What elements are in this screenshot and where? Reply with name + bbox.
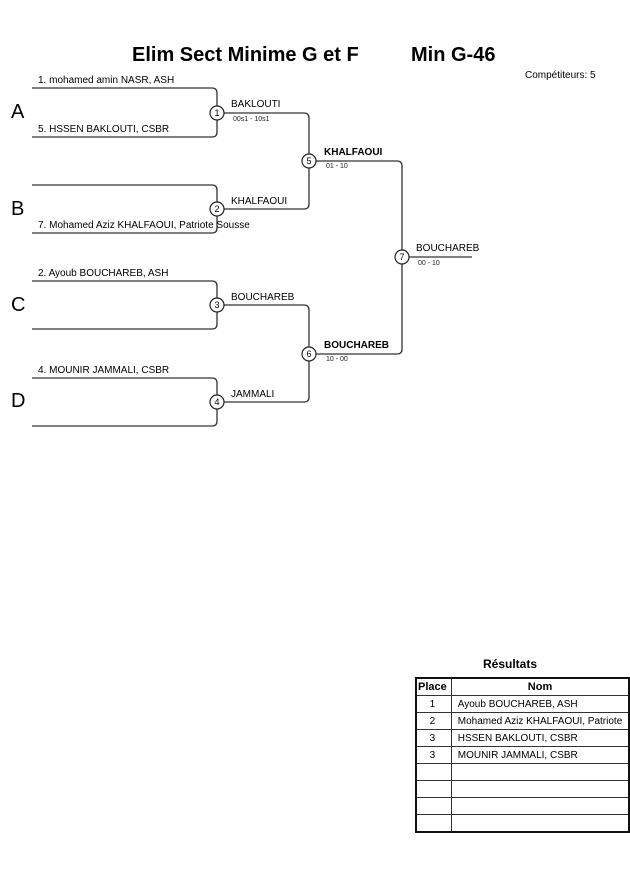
- entry-1: 1. mohamed amin NASR, ASH: [38, 75, 175, 86]
- table-row: [415, 797, 630, 815]
- match-circle-7: [394, 249, 410, 265]
- pool-label-a: A: [11, 101, 25, 123]
- entry-5: 2. Ayoub BOUCHAREB, ASH: [38, 268, 169, 279]
- match-7-score: 00 - 10: [418, 260, 440, 267]
- match-number-3: 3: [214, 300, 219, 310]
- name-cell: MOUNIR JAMMALI, CSBR: [450, 746, 630, 764]
- table-row: [415, 814, 630, 833]
- match-3-winner: BOUCHAREB: [231, 292, 295, 303]
- name-cell: [450, 797, 630, 815]
- match-circle-6: [301, 346, 317, 362]
- event-title: Elim Sect Minime G et F: [132, 44, 359, 66]
- place-cell: [415, 763, 452, 781]
- match-4-winner: JAMMALI: [231, 389, 275, 400]
- match-5-winner: KHALFAOUI: [324, 147, 383, 158]
- connector-m5-m7: [316, 160, 403, 250]
- connector-m2-m5: [224, 167, 310, 210]
- place-cell: 2: [415, 712, 452, 730]
- match-2-winner: KHALFAOUI: [231, 196, 288, 207]
- name-cell: Ayoub BOUCHAREB, ASH: [450, 695, 630, 713]
- match-number-6: 6: [306, 349, 311, 359]
- name-cell: [450, 780, 630, 798]
- match-number-4: 4: [214, 397, 219, 407]
- connector-m6-m7: [316, 264, 403, 355]
- match-circle-4: [209, 394, 225, 410]
- match-circle-2: [209, 201, 225, 217]
- name-cell: [450, 763, 630, 781]
- match-number-7: 7: [399, 252, 404, 262]
- results-title: Résultats: [483, 657, 538, 671]
- entry-2: 5. HSSEN BAKLOUTI, CSBR: [38, 124, 170, 135]
- entry-4: 7. Mohamed Aziz KHALFAOUI, Patriote Sous…: [38, 220, 250, 231]
- match-1-winner: BAKLOUTI: [231, 99, 281, 110]
- table-row: [415, 780, 630, 798]
- column-header-nom: Nom: [450, 677, 630, 696]
- pool-label-c: C: [11, 294, 26, 316]
- entry-7: 4. MOUNIR JAMMALI, CSBR: [38, 365, 170, 376]
- match-number-2: 2: [214, 204, 219, 214]
- column-header-place: Place: [415, 677, 452, 696]
- match-5-score: 01 - 10: [326, 163, 348, 170]
- name-cell: Mohamed Aziz KHALFAOUI, Patriote: [450, 712, 630, 730]
- match-circle-5: [301, 153, 317, 169]
- match-circle-1: [209, 105, 225, 121]
- category-title: Min G-46: [411, 44, 496, 66]
- match-6-winner: BOUCHAREB: [324, 340, 389, 351]
- name-cell: HSSEN BAKLOUTI, CSBR: [450, 729, 630, 747]
- pool-label-b: B: [11, 198, 25, 220]
- connector-m1-m5: [224, 112, 310, 154]
- place-cell: 3: [415, 746, 452, 764]
- pool-label-d: D: [11, 390, 26, 412]
- connector-m4-m6: [224, 360, 310, 403]
- competitor-count: Compétiteurs: 5: [525, 70, 596, 81]
- connector-m3-m6: [224, 304, 310, 347]
- name-cell: [450, 814, 630, 833]
- place-cell: [415, 780, 452, 798]
- match-circle-3: [209, 297, 225, 313]
- table-row: [415, 763, 630, 781]
- place-cell: 3: [415, 729, 452, 747]
- match-number-5: 5: [306, 156, 311, 166]
- match-1-score: 00s1 - 10s1: [233, 116, 270, 123]
- match-number-1: 1: [214, 108, 219, 118]
- results-header-row: Place Nom: [415, 677, 630, 696]
- match-7-winner: BOUCHAREB: [416, 243, 480, 254]
- bracket-connector-d: [32, 377, 218, 427]
- match-6-score: 10 - 00: [326, 356, 348, 363]
- place-cell: 1: [415, 695, 452, 713]
- bracket-connector-c: [32, 280, 218, 330]
- place-cell: [415, 814, 452, 833]
- place-cell: [415, 797, 452, 815]
